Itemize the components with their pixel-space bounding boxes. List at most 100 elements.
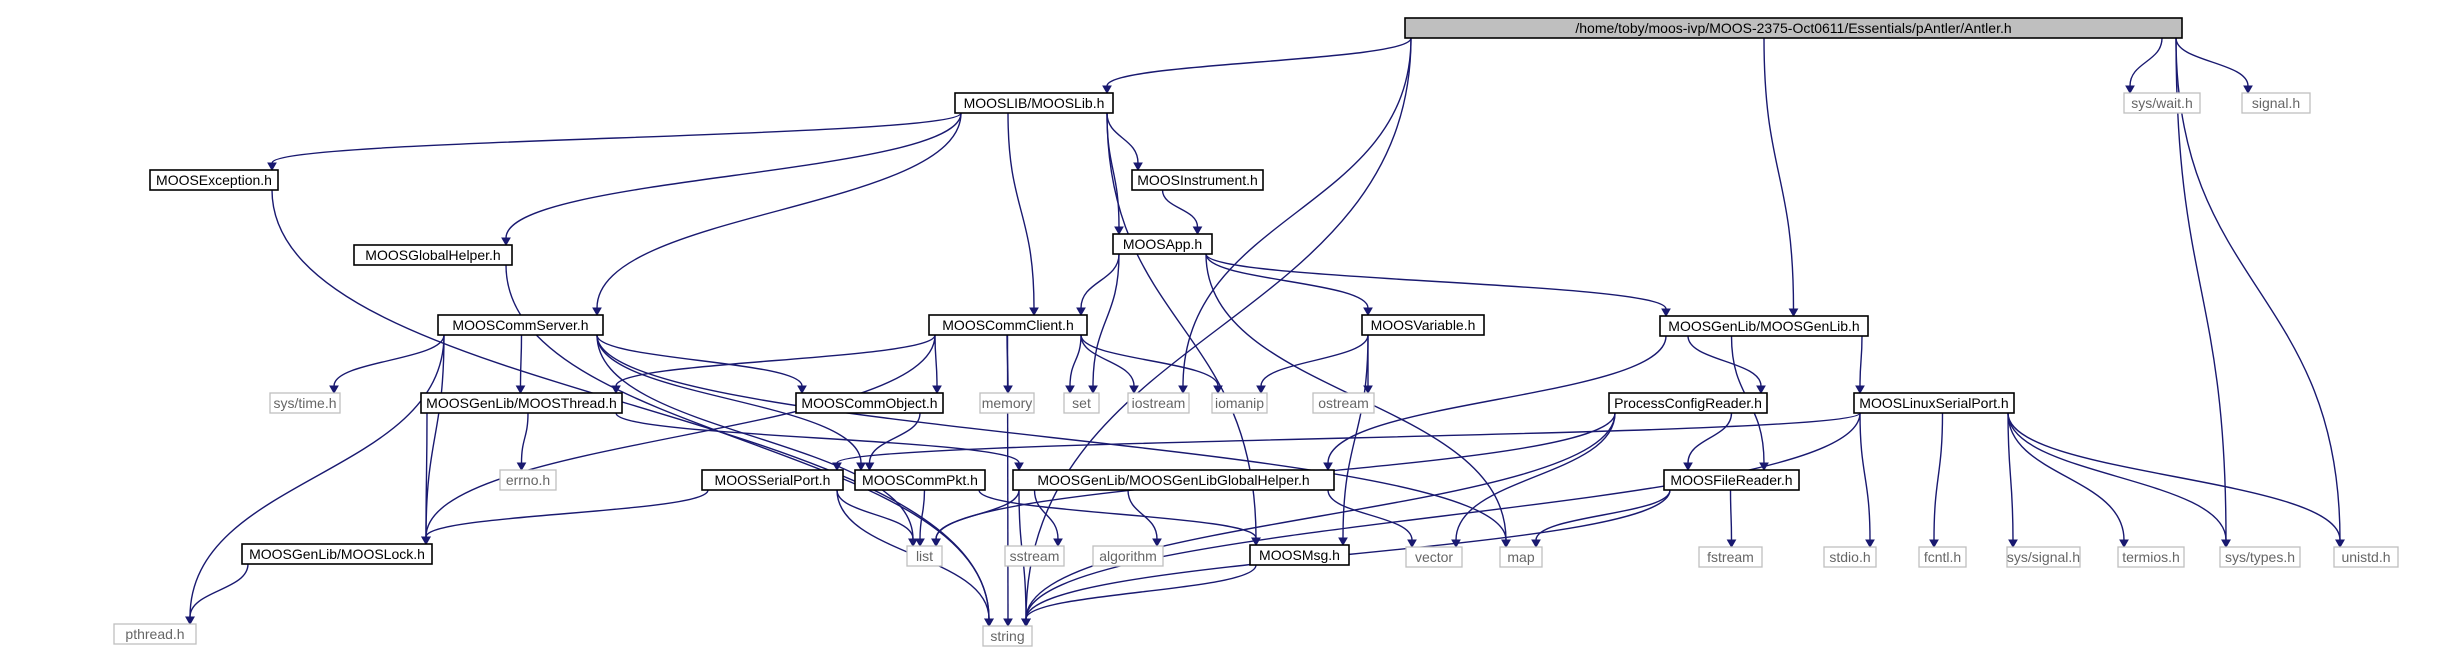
arrowhead xyxy=(832,462,842,472)
edge-line xyxy=(2007,412,2014,541)
edge-line xyxy=(2007,412,2227,541)
arrowhead xyxy=(1102,85,1112,95)
arrowhead xyxy=(908,538,918,548)
edge-thread-to-errno xyxy=(516,412,529,472)
node-linuxserial[interactable]: MOOSLinuxSerialPort.h xyxy=(1853,392,2015,414)
node-moosapp[interactable]: MOOSApp.h xyxy=(1112,233,1213,255)
node-label: ProcessConfigReader.h xyxy=(1614,395,1762,411)
node-label: map xyxy=(1507,549,1534,565)
arrowhead xyxy=(1088,385,1098,395)
edge-linuxserial-to-stdio xyxy=(1859,412,1875,549)
edge-line xyxy=(425,412,428,538)
node-box xyxy=(1249,544,1350,566)
edge-serialport-to-list xyxy=(836,489,918,548)
edges-layer xyxy=(185,37,2345,628)
node-label: MOOSCommObject.h xyxy=(801,395,937,411)
node-box xyxy=(954,92,1114,114)
node-box xyxy=(906,545,943,567)
arrowhead xyxy=(592,307,602,317)
edge-line xyxy=(333,334,445,387)
node-genlibglobal[interactable]: MOOSGenLib/MOOSGenLibGlobalHelper.h xyxy=(1012,469,1335,491)
arrowhead xyxy=(1076,307,1086,317)
edge-moosgenlib-to-pcr xyxy=(1687,335,1766,395)
node-box xyxy=(795,392,944,414)
node-moosexc[interactable]: MOOSException.h xyxy=(149,169,279,191)
edge-line xyxy=(1080,253,1120,309)
node-serialport[interactable]: MOOSSerialPort.h xyxy=(701,469,844,491)
arrowhead xyxy=(2335,539,2345,549)
node-moosvar[interactable]: MOOSVariable.h xyxy=(1361,314,1485,336)
edge-line xyxy=(1025,412,1616,620)
node-label: termios.h xyxy=(2122,549,2180,565)
arrowhead xyxy=(2119,539,2129,549)
node-thread[interactable]: MOOSGenLib/MOOSThread.h xyxy=(420,392,623,414)
node-box xyxy=(979,392,1035,414)
arrowhead xyxy=(1363,307,1373,317)
node-pthread: pthread.h xyxy=(113,623,197,645)
edge-antler-to-syswait xyxy=(2125,37,2163,95)
node-commserver[interactable]: MOOSCommServer.h xyxy=(437,314,604,336)
edge-line xyxy=(596,334,914,540)
node-syswait: sys/wait.h xyxy=(2123,92,2201,114)
node-set: set xyxy=(1063,392,1100,414)
edge-line xyxy=(1006,334,1009,620)
edge-filereader-to-map xyxy=(1531,489,1671,549)
node-iostream: iostream xyxy=(1127,392,1190,414)
edge-commserver-to-mooslock xyxy=(421,334,445,546)
node-pcr[interactable]: ProcessConfigReader.h xyxy=(1608,392,1768,414)
edge-line xyxy=(615,412,1020,464)
node-label: list xyxy=(916,548,933,564)
node-box xyxy=(1698,546,1763,568)
node-label: MOOSLIB/MOOSLib.h xyxy=(964,95,1105,111)
node-mooslock[interactable]: MOOSGenLib/MOOSLock.h xyxy=(241,543,433,565)
node-systime: sys/time.h xyxy=(269,392,341,414)
node-box xyxy=(1404,17,2183,39)
node-box xyxy=(1659,315,1869,337)
node-fstream: fstream xyxy=(1698,546,1763,568)
node-box xyxy=(437,314,604,336)
edge-line xyxy=(934,334,938,387)
arrowhead xyxy=(421,536,431,546)
edge-line xyxy=(520,412,529,464)
node-filereader[interactable]: MOOSFileReader.h xyxy=(1663,469,1800,491)
edge-line xyxy=(2175,37,2227,541)
node-label: unistd.h xyxy=(2341,549,2390,565)
node-box xyxy=(1918,546,1967,568)
node-label: iostream xyxy=(1132,395,1186,411)
node-algorithm: algorithm xyxy=(1092,545,1164,567)
node-box xyxy=(113,623,197,645)
arrowhead xyxy=(1323,462,1333,472)
node-fcntl: fcntl.h xyxy=(1918,546,1967,568)
edge-moosapp-to-moosgenlib xyxy=(1205,253,1671,318)
node-label: set xyxy=(1072,395,1091,411)
edge-line xyxy=(2129,37,2163,87)
edge-moosmsg-to-string xyxy=(1021,564,1257,628)
node-commclient[interactable]: MOOSCommClient.h xyxy=(928,314,1088,336)
node-antler: /home/toby/moos-ivp/MOOS-2375-Oct0611/Es… xyxy=(1404,17,2183,39)
node-syssignal: sys/signal.h xyxy=(2006,546,2081,568)
node-box xyxy=(2123,92,2201,114)
node-termios: termios.h xyxy=(2117,546,2185,568)
edge-line xyxy=(425,334,936,538)
node-mooslib[interactable]: MOOSLIB/MOOSLib.h xyxy=(954,92,1114,114)
node-moosmsg[interactable]: MOOSMsg.h xyxy=(1249,544,1350,566)
node-ostream: ostream xyxy=(1312,392,1375,414)
node-box xyxy=(241,543,433,565)
node-box xyxy=(1405,546,1463,568)
node-moosinstr[interactable]: MOOSInstrument.h xyxy=(1131,169,1264,191)
edge-line xyxy=(1687,335,1762,387)
node-commpkt[interactable]: MOOSCommPkt.h xyxy=(854,469,986,491)
edge-linuxserial-to-syssignal xyxy=(2007,412,2018,549)
node-commobj[interactable]: MOOSCommObject.h xyxy=(795,392,944,414)
node-box xyxy=(1092,545,1164,567)
arrowhead xyxy=(932,385,942,395)
arrowhead xyxy=(1531,539,1541,549)
edge-commpkt-to-moosmsg xyxy=(978,489,1261,547)
node-label: MOOSGenLib/MOOSGenLibGlobalHelper.h xyxy=(1037,472,1309,488)
node-moosglobal[interactable]: MOOSGlobalHelper.h xyxy=(353,244,513,266)
edge-line xyxy=(505,112,962,239)
edge-pcr-to-filereader xyxy=(1683,412,1733,472)
node-moosgenlib[interactable]: MOOSGenLib/MOOSGenLib.h xyxy=(1659,315,1869,337)
edge-line xyxy=(271,189,990,620)
node-box xyxy=(1127,392,1190,414)
